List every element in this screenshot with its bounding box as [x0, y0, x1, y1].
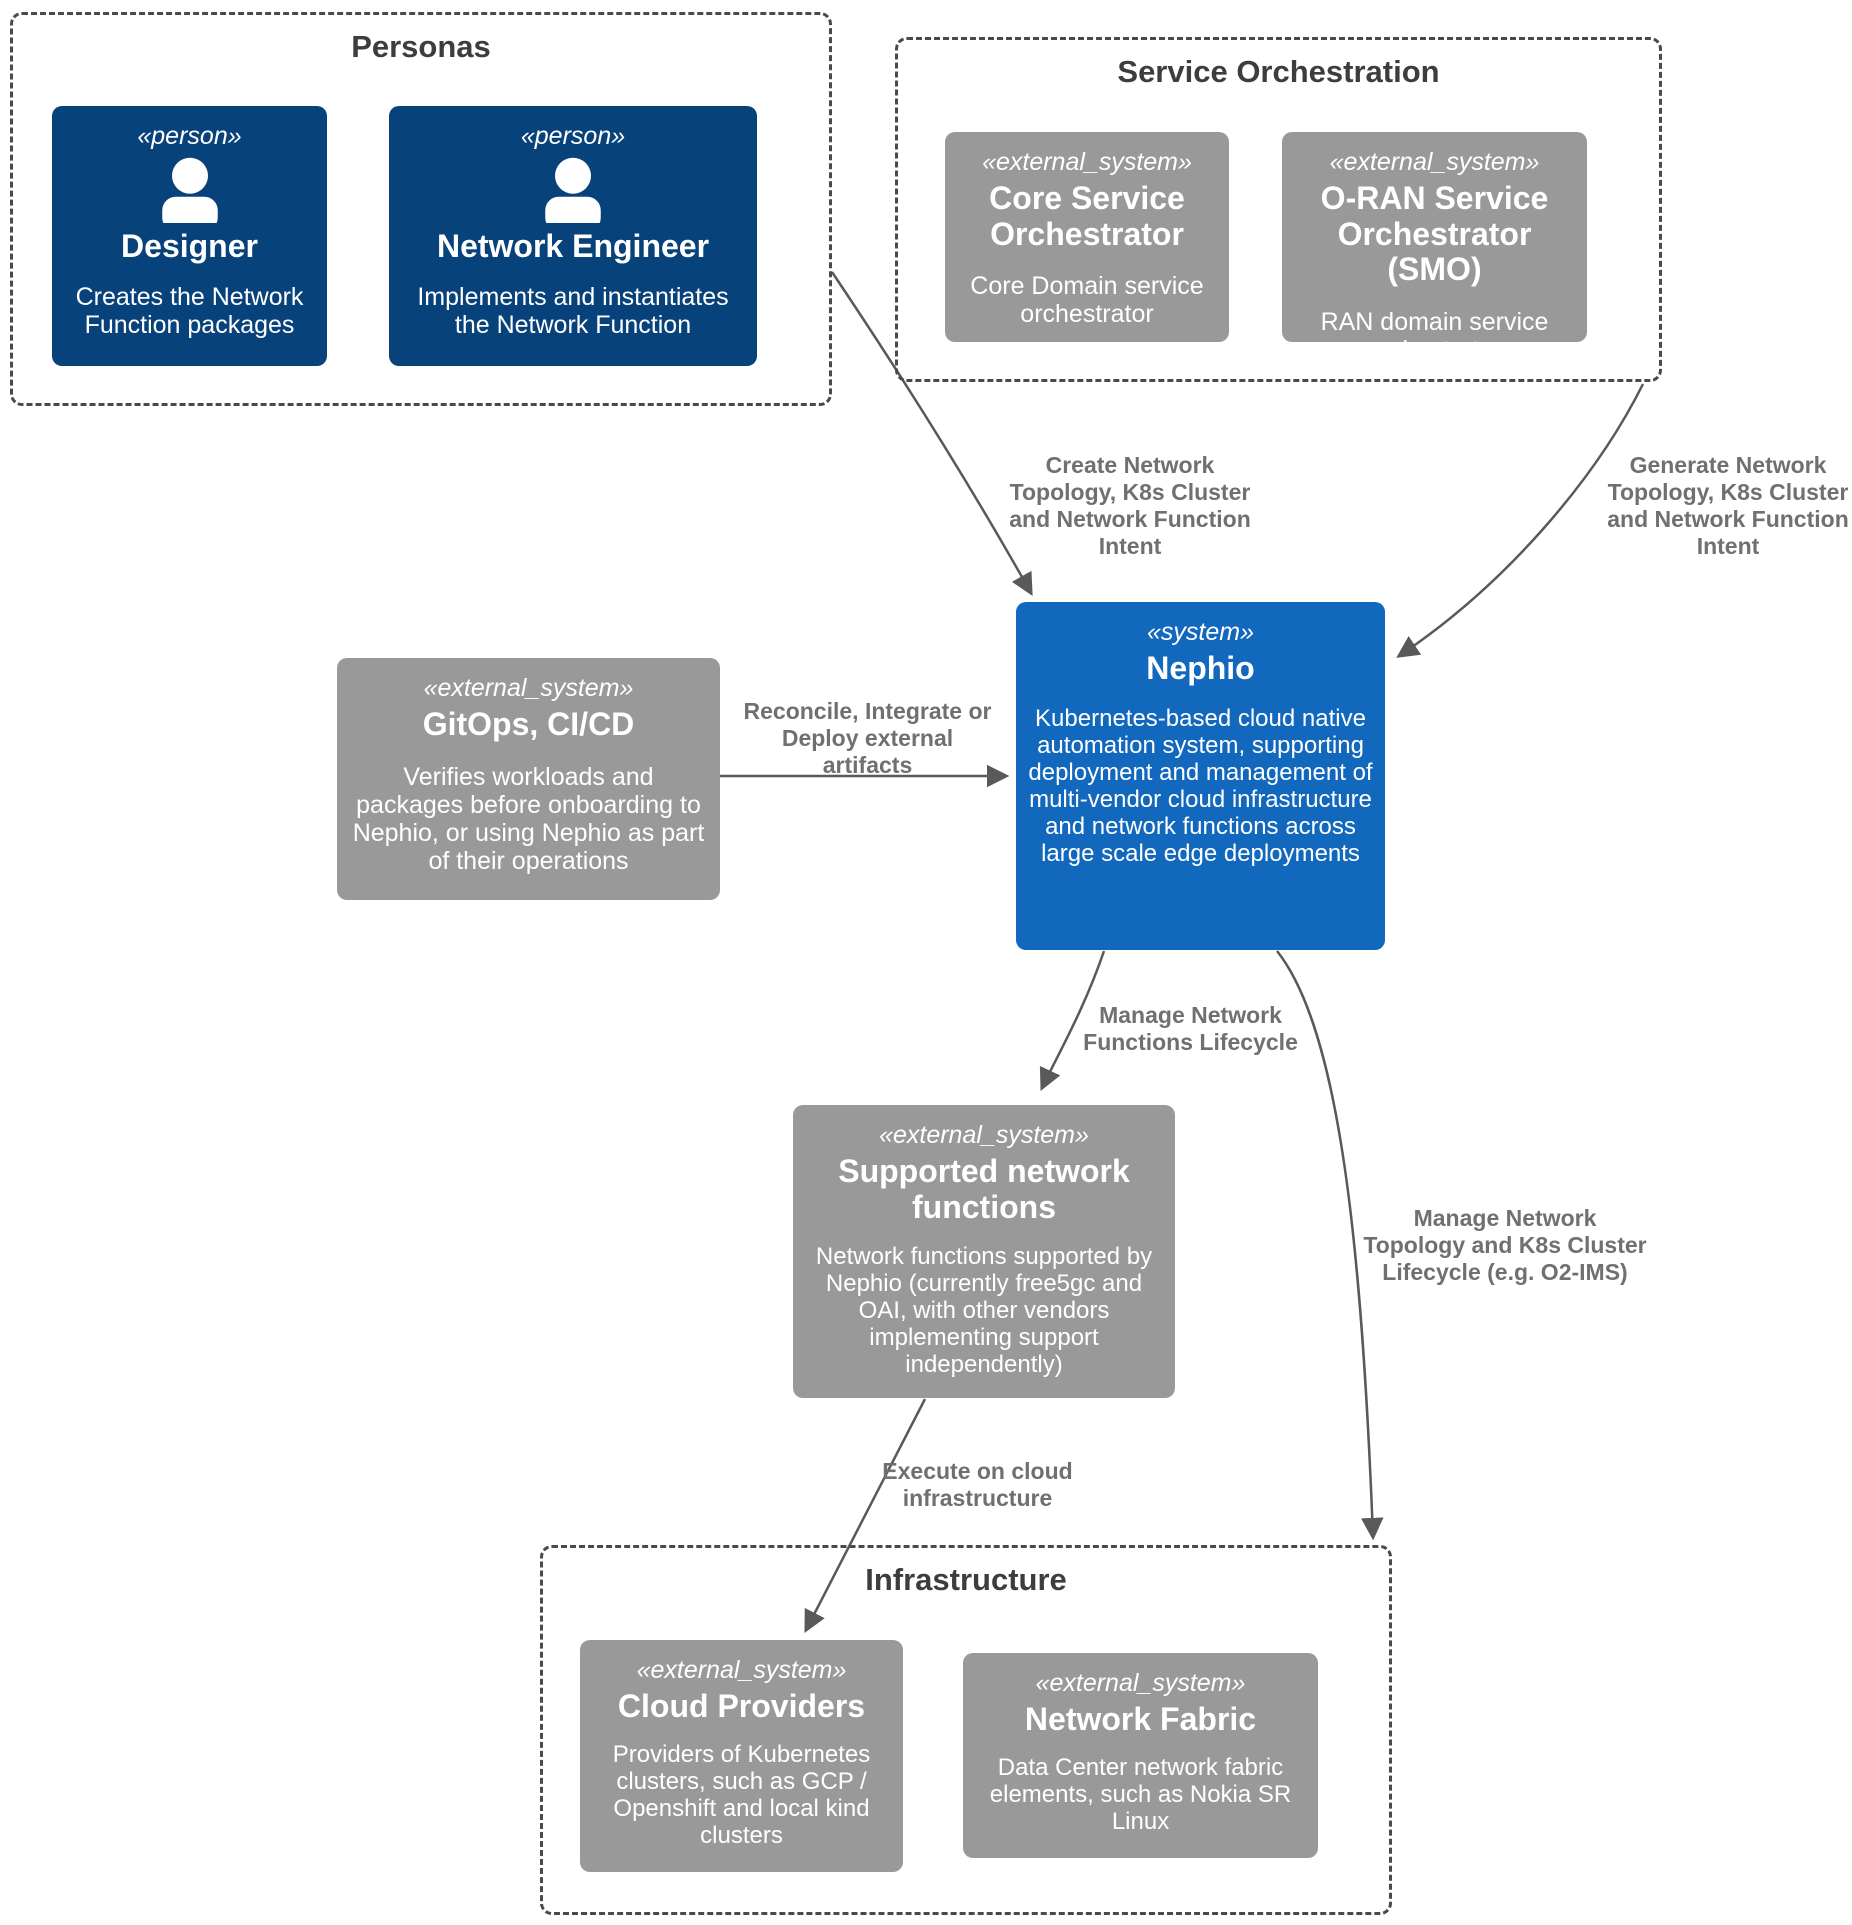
node-description: Providers of Kubernetes clusters, such a…	[612, 1740, 871, 1849]
group-personas: Personas	[10, 12, 832, 406]
node-description: Core Domain service orchestrator	[970, 272, 1204, 329]
person-icon	[545, 157, 601, 223]
group-personas-title: Personas	[351, 29, 491, 64]
node-description: RAN domain service orchestrator	[1320, 308, 1549, 365]
edge-label-create-intent: Create Network Topology, K8s Cluster and…	[1009, 452, 1251, 559]
stereotype-label: «external_system»	[423, 674, 634, 702]
edge-label-manage-nf: Manage Network Functions Lifecycle	[1083, 1002, 1298, 1055]
node-designer: «person» Designer Creates the Network Fu…	[52, 106, 327, 366]
person-icon	[161, 157, 218, 223]
node-supported-network-functions: «external_system» Supported network func…	[793, 1105, 1175, 1398]
stereotype-label: «person»	[137, 122, 242, 150]
edge-label-reconcile: Reconcile, Integrate or Deploy external …	[743, 698, 992, 778]
stereotype-label: «person»	[520, 122, 626, 150]
node-oran-service-orchestrator: «external_system» O-RAN Service Orchestr…	[1282, 132, 1587, 364]
stereotype-label: «external_system»	[879, 1121, 1089, 1149]
stereotype-label: «external_system»	[636, 1656, 847, 1684]
node-nephio: «system» Nephio Kubernetes-based cloud n…	[1016, 602, 1385, 950]
node-description: Creates the Network Function packages	[75, 282, 304, 339]
node-title: O-RAN Service Orchestrator (SMO)	[1320, 179, 1549, 288]
node-title: Core Service Orchestrator	[989, 179, 1185, 252]
node-network-fabric: «external_system» Network Fabric Data Ce…	[963, 1653, 1318, 1858]
stereotype-label: «external_system»	[982, 148, 1192, 176]
node-description: Verifies workloads and packages before o…	[352, 762, 705, 875]
node-title: Nephio	[1146, 649, 1255, 686]
node-description: Data Center network fabric elements, suc…	[989, 1753, 1292, 1835]
stereotype-label: «external_system»	[1035, 1669, 1246, 1697]
node-title: Designer	[121, 227, 258, 264]
node-description: Implements and instantiates the Network …	[417, 282, 729, 339]
edge-label-execute: Execute on cloud infrastructure	[882, 1458, 1073, 1511]
node-description: Network functions supported by Nephio (c…	[815, 1243, 1153, 1379]
group-service-orchestration: Service Orchestration	[895, 37, 1662, 382]
group-infrastructure: Infrastructure	[540, 1545, 1392, 1915]
node-title: Network Fabric	[1024, 1700, 1257, 1737]
node-title: Supported network functions	[838, 1152, 1130, 1225]
edge-label-generate-intent: Generate Network Topology, K8s Cluster a…	[1607, 452, 1849, 559]
group-infrastructure-title: Infrastructure	[865, 1562, 1067, 1597]
node-title: GitOps, CI/CD	[422, 705, 635, 742]
node-title: Cloud Providers	[617, 1687, 866, 1724]
stereotype-label: «system»	[1147, 618, 1254, 646]
stereotype-label: «external_system»	[1329, 148, 1540, 176]
node-description: Kubernetes-based cloud native automation…	[1028, 704, 1373, 867]
node-cloud-providers: «external_system» Cloud Providers Provid…	[580, 1640, 903, 1872]
edge-label-manage-topology: Manage Network Topology and K8s Cluster …	[1363, 1205, 1647, 1285]
node-gitops: «external_system» GitOps, CI/CD Verifies…	[337, 658, 720, 900]
node-title: Network Engineer	[436, 227, 710, 264]
node-core-service-orchestrator: «external_system» Core Service Orchestra…	[945, 132, 1229, 342]
group-service-orchestration-title: Service Orchestration	[1117, 54, 1440, 89]
node-network-engineer: «person» Network Engineer Implements and…	[389, 106, 757, 366]
